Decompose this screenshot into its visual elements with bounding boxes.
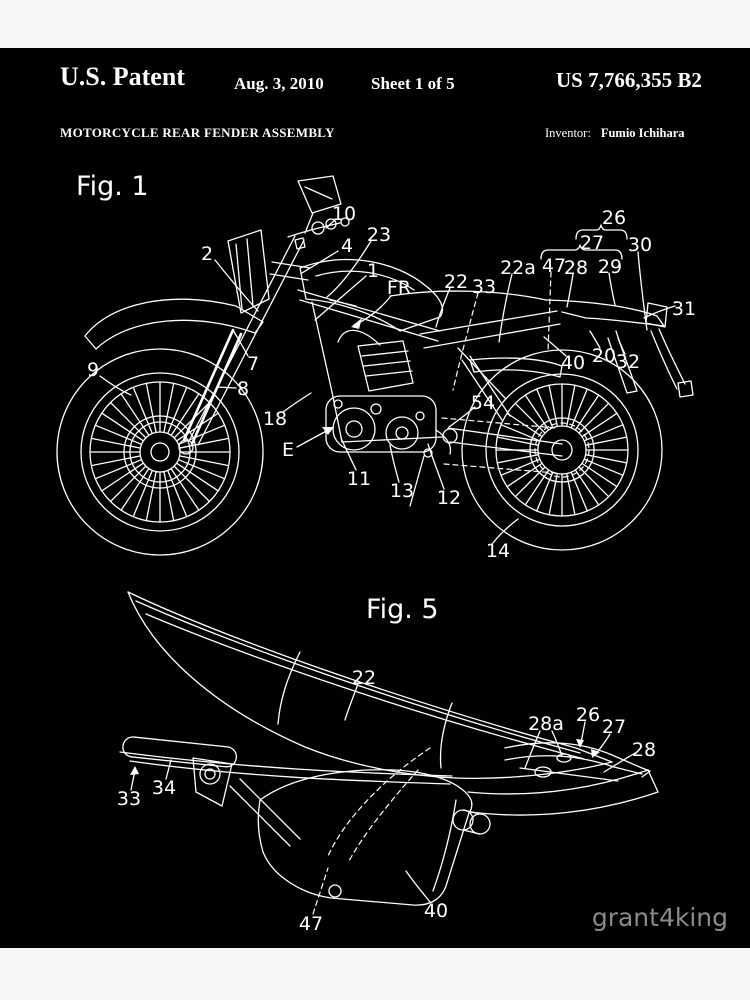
- rear-spokes: [495, 383, 629, 517]
- fig1-callout-47: 47: [542, 255, 566, 277]
- front-wheel: [56, 348, 264, 556]
- inventor-row: Inventor: Fumio Ichihara: [545, 126, 685, 141]
- fig5-callout-40: 40: [424, 900, 448, 922]
- fig1-callouts: 2 10 23 4 1 FR 22 33 22a 47 28 29 26 27 …: [87, 203, 696, 562]
- seat: [127, 591, 613, 779]
- fig5-leader-lines: [130, 683, 636, 915]
- fig1-callout-22: 22: [444, 271, 468, 293]
- fig5-callout-26: 26: [576, 704, 600, 726]
- patent-title: MOTORCYCLE REAR FENDER ASSEMBLY: [60, 125, 335, 140]
- mirror-handlebar: [287, 175, 350, 250]
- fig1-callout-28: 28: [564, 257, 588, 279]
- front-fork: [178, 235, 311, 455]
- pivot-bracket: [192, 757, 301, 847]
- fig1-callout-1: 1: [367, 260, 379, 282]
- frame: [297, 289, 561, 443]
- fig1-callout-20: 20: [592, 345, 616, 367]
- fig1-callout-12: 12: [437, 487, 461, 509]
- fig1-callout-26: 26: [602, 207, 626, 229]
- fig1-callout-13: 13: [390, 480, 414, 502]
- fig5-callout-22: 22: [352, 667, 376, 689]
- inventor-name: Fumio Ichihara: [600, 126, 685, 140]
- fig1-callout-40: 40: [561, 352, 585, 374]
- patent-drawings: Fig. 1: [56, 171, 696, 935]
- artist-watermark: grant4king: [591, 903, 728, 932]
- engine: [325, 329, 452, 455]
- rear-fender-blade: [504, 742, 651, 782]
- fender-shell: [257, 747, 473, 906]
- fig5-callout-34: 34: [152, 777, 176, 799]
- fig1-callout-9: 9: [87, 359, 99, 381]
- fig1-callout-11: 11: [347, 468, 371, 490]
- fig1-callout-54: 54: [471, 392, 495, 414]
- front-fender: [84, 298, 264, 350]
- fig1-callout-4: 4: [341, 235, 353, 257]
- fig1-callout-30: 30: [628, 234, 652, 256]
- fig1-callout-29: 29: [598, 256, 622, 278]
- fig1-leader-lines: [99, 218, 676, 544]
- fig1-callout-22a: 22a: [500, 257, 536, 279]
- figure1-caption: Fig. 1: [76, 171, 149, 202]
- fig5-callout-28: 28: [632, 739, 656, 761]
- patent-poster: U.S. Patent Aug. 3, 2010 Sheet 1 of 5 US…: [0, 48, 750, 948]
- figure5-caption: Fig. 5: [366, 594, 439, 625]
- inventor-label: Inventor:: [545, 126, 591, 140]
- swingarm: [409, 417, 563, 507]
- fig1-callout-10: 10: [332, 203, 356, 225]
- muffler: [469, 357, 563, 378]
- front-spokes: [89, 381, 231, 523]
- figure5-drawing: Fig. 5: [117, 591, 659, 935]
- fig1-callout-e: E: [282, 439, 294, 461]
- fig1-callout-23: 23: [367, 224, 391, 246]
- base-rails: [119, 751, 659, 835]
- patent-date: Aug. 3, 2010: [234, 74, 324, 93]
- fig1-callout-18: 18: [263, 408, 287, 430]
- seat-line: [389, 290, 547, 301]
- fig5-callout-47: 47: [299, 913, 323, 935]
- fig1-callout-8: 8: [237, 378, 249, 400]
- patent-label: U.S. Patent: [60, 62, 185, 91]
- fig5-callout-33: 33: [117, 788, 141, 810]
- fig5-callout-28a: 28a: [528, 713, 564, 735]
- figure1-drawing: Fig. 1: [56, 171, 696, 562]
- fig1-callout-2: 2: [201, 243, 213, 265]
- fig1-callout-27: 27: [580, 232, 604, 254]
- fig1-callout-14: 14: [486, 540, 510, 562]
- fig5-callouts: 22 28a 26 27 28 33 34 47 40: [117, 667, 656, 935]
- fig1-callout-31: 31: [672, 298, 696, 320]
- patent-number: US 7,766,355 B2: [556, 68, 702, 92]
- seat-rod: [122, 736, 238, 768]
- sheet-number: Sheet 1 of 5: [371, 74, 455, 93]
- fig1-callout-32: 32: [616, 351, 640, 373]
- fig1-callout-fr: FR: [387, 277, 411, 299]
- fig1-callout-33: 33: [472, 276, 496, 298]
- fig5-callout-27: 27: [602, 716, 626, 738]
- headlight-cowl: [227, 229, 270, 314]
- rear-wheel: [461, 349, 663, 551]
- fig1-callout-7: 7: [247, 353, 259, 375]
